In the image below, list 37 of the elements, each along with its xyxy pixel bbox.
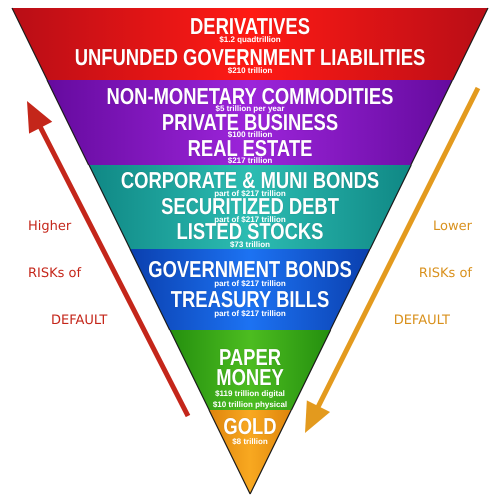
tier-heading: UNFUNDED GOVERNMENT LIABILITIES <box>74 49 426 66</box>
tier-heading: PRIVATE BUSINESS <box>162 114 338 131</box>
pyramid-tier <box>47 80 453 165</box>
tier-value: $8 trillion <box>232 438 268 446</box>
tier-heading: TREASURY BILLS <box>170 291 330 308</box>
tier-value: $1.2 quadtrillion <box>219 36 281 44</box>
tier-value: $73 trillion <box>230 240 270 248</box>
tier-value: $210 trillion <box>228 67 272 75</box>
tier-heading: GOLD <box>223 418 277 435</box>
tier-value: part of $217 trillion <box>214 216 286 224</box>
tier-value: $5 trillion per year <box>216 105 284 113</box>
pyramid-tier <box>12 8 488 80</box>
pyramid-tier <box>88 165 412 249</box>
pyramid-tier <box>130 249 370 330</box>
risk-label: Higher <box>28 219 72 234</box>
pyramid-tier <box>170 330 330 410</box>
risk-label: DEFAULT <box>51 313 108 328</box>
tier-heading: LISTED STOCKS <box>176 223 324 240</box>
tier-heading: SECURITIZED DEBT <box>161 198 339 215</box>
risk-label: DEFAULT <box>394 313 450 328</box>
tier-heading: DERIVATIVES <box>190 18 310 35</box>
tier-value: $100 trillion <box>228 131 272 139</box>
tier-value: $10 trillion physical <box>212 400 288 408</box>
tier-value: $217 trillion <box>228 157 272 165</box>
risk-label: RISKs of <box>28 266 82 281</box>
tier-heading: NON-MONETARY COMMODITIES <box>106 88 394 105</box>
tier-heading: PAPER MONEY <box>216 347 284 387</box>
tier-value: part of $217 trillion <box>214 190 286 198</box>
tier-value: part of $217 trillion <box>214 280 286 288</box>
pyramid-tier <box>208 410 292 494</box>
tier-value: $119 trillion digital <box>215 390 285 398</box>
tier-value: part of $217 trillion <box>214 310 286 318</box>
tier-heading: CORPORATE & MUNI BONDS <box>120 172 380 189</box>
tier-heading: GOVERNMENT BONDS <box>148 261 352 278</box>
risk-label: Lower <box>433 219 472 234</box>
risk-label: RISKs of <box>418 266 472 281</box>
tier-heading: REAL ESTATE <box>188 140 312 157</box>
